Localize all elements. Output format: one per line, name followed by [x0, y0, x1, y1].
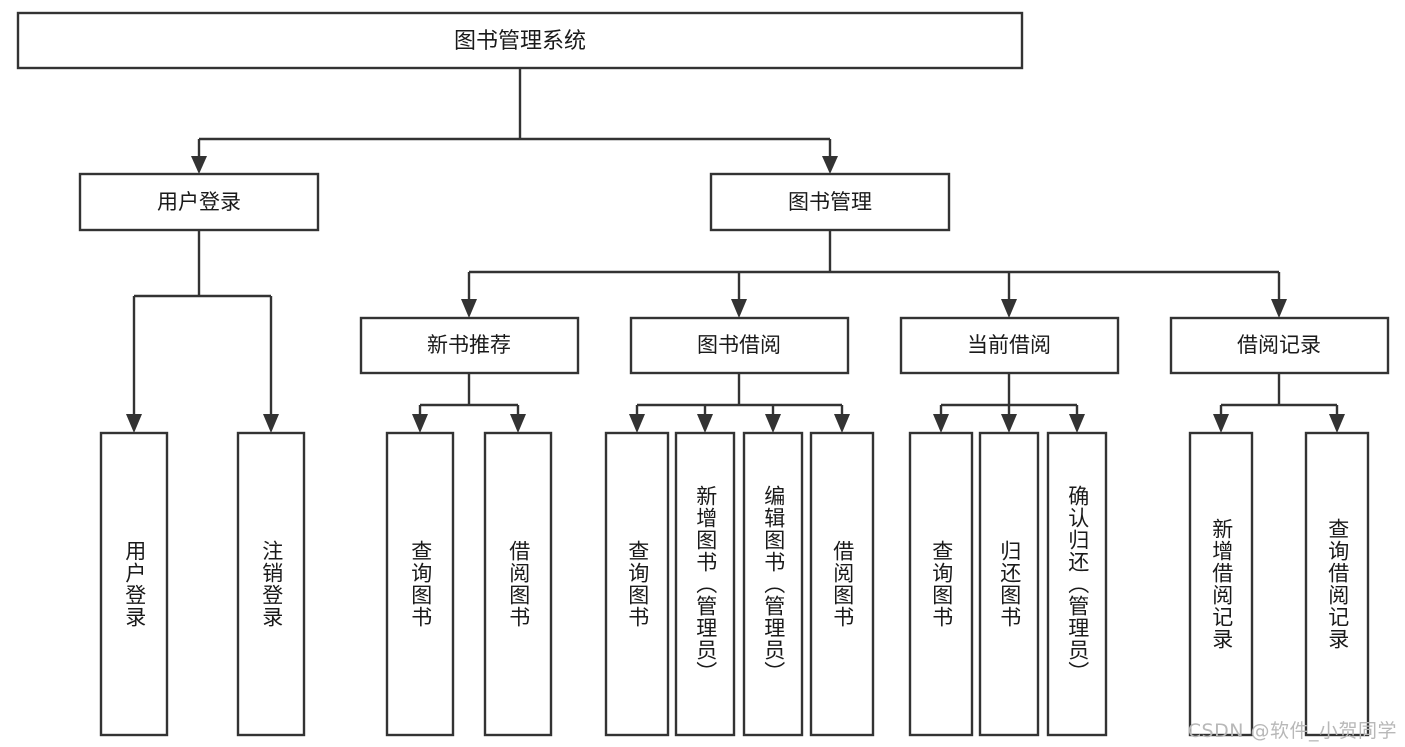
leaf-box-borrow-book-2[interactable] — [809, 431, 875, 737]
node-current-borrow-box[interactable] — [899, 316, 1120, 375]
node-user-login[interactable]: 用户登录 — [78, 172, 320, 232]
arrow-leaf-query-book-2 — [629, 414, 645, 433]
node-book-manage-label: 图书管理 — [788, 190, 872, 214]
arrow-leaf-query-book-3 — [933, 414, 949, 433]
arrow-leaf-query-record — [1329, 414, 1345, 433]
node-borrow-record[interactable]: 借阅记录 — [1169, 316, 1390, 375]
leaf-box-query-book-3[interactable] — [908, 431, 974, 737]
leaf-box-confirm-return[interactable] — [1046, 431, 1108, 737]
arrow-user-login — [191, 156, 207, 174]
node-book-manage[interactable]: 图书管理 — [709, 172, 951, 232]
node-book-borrow[interactable]: 图书借阅 — [629, 316, 850, 375]
node-book-borrow-box[interactable] — [629, 316, 850, 375]
arrow-leaf-add-record — [1213, 414, 1229, 433]
arrow-book-manage — [822, 156, 838, 174]
arrow-leaf-user-login — [126, 414, 142, 433]
node-user-login-label: 用户登录 — [157, 190, 241, 214]
arrow-leaf-query-book-1 — [412, 414, 428, 433]
leaf-box-query-record[interactable] — [1304, 431, 1370, 737]
arrow-borrow-record — [1271, 299, 1287, 318]
arrow-leaf-add-book — [697, 414, 713, 433]
leaf-box-query-book-1[interactable] — [385, 431, 455, 737]
node-book-manage-box[interactable] — [709, 172, 951, 232]
arrow-book-borrow — [731, 299, 747, 318]
node-root[interactable]: 图书管理系统 — [16, 11, 1024, 70]
node-new-book-rec-box[interactable] — [359, 316, 580, 375]
node-current-borrow-label: 当前借阅 — [967, 333, 1051, 357]
arrow-current-borrow — [1001, 299, 1017, 318]
leaf-box-add-book[interactable] — [674, 431, 736, 737]
node-root-box[interactable] — [16, 11, 1024, 70]
leaf-box-borrow-book-1[interactable] — [483, 431, 553, 737]
leaf-box-query-book-2[interactable] — [604, 431, 670, 737]
arrow-leaf-confirm-return — [1069, 414, 1085, 433]
leaf-box-user-logout[interactable] — [236, 431, 306, 737]
leaf-box-user-login[interactable] — [99, 431, 169, 737]
node-new-book-rec[interactable]: 新书推荐 — [359, 316, 580, 375]
node-book-borrow-label: 图书借阅 — [697, 333, 781, 357]
node-borrow-record-box[interactable] — [1169, 316, 1390, 375]
node-current-borrow[interactable]: 当前借阅 — [899, 316, 1120, 375]
leaf-box-edit-book[interactable] — [742, 431, 804, 737]
node-borrow-record-label: 借阅记录 — [1237, 333, 1321, 357]
arrow-leaf-user-logout — [263, 414, 279, 433]
arrow-leaf-return-book — [1001, 414, 1017, 433]
leaf-box-return-book[interactable] — [978, 431, 1040, 737]
arrow-new-book-rec — [461, 299, 477, 318]
csdn-watermark: CSDN @软件_小贺同学 — [1187, 720, 1397, 742]
arrow-leaf-edit-book — [765, 414, 781, 433]
arrow-leaf-borrow-book-1 — [510, 414, 526, 433]
node-new-book-rec-label: 新书推荐 — [427, 333, 511, 357]
leaf-box-add-record[interactable] — [1188, 431, 1254, 737]
arrow-leaf-borrow-book-2 — [834, 414, 850, 433]
node-root-label: 图书管理系统 — [454, 29, 586, 54]
